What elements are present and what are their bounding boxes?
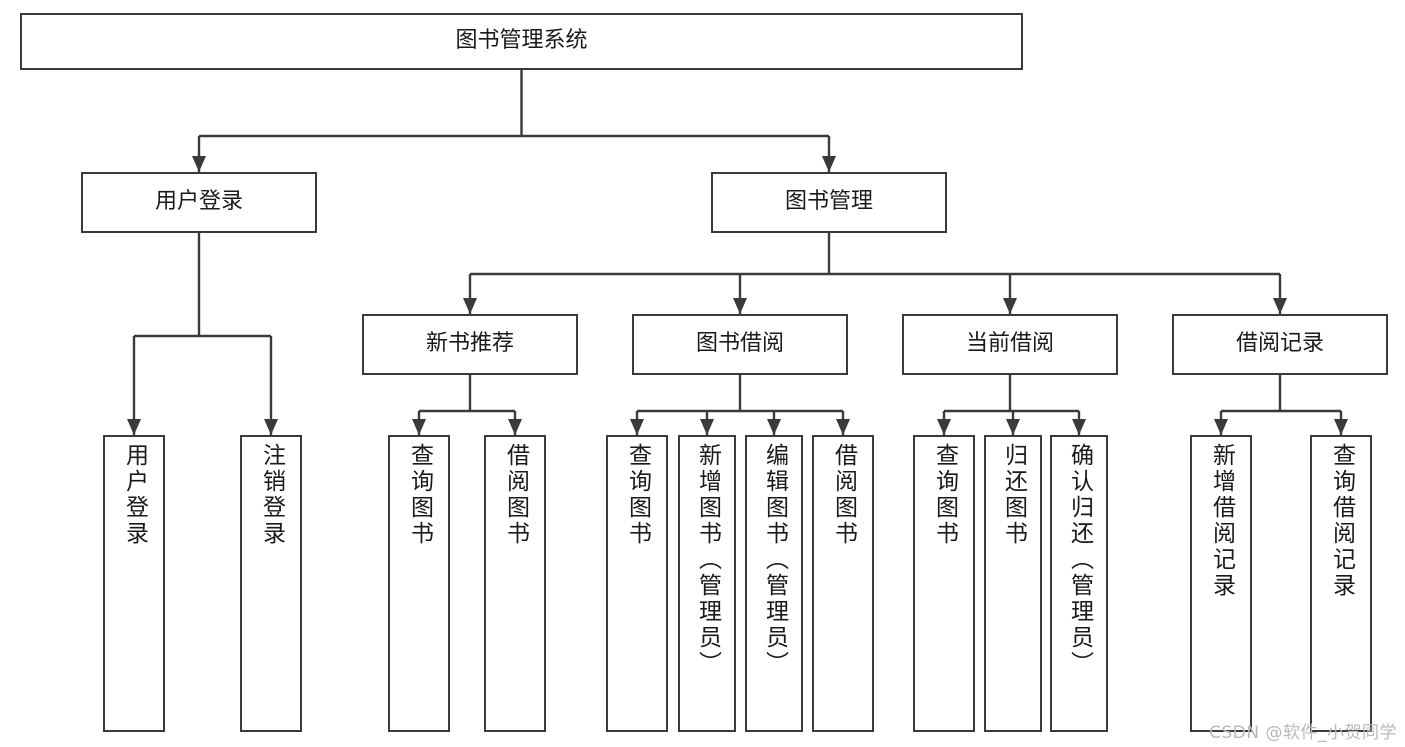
connector xyxy=(1006,419,1020,435)
node-leaf-query-book-3[interactable]: 查询图书 xyxy=(913,435,975,732)
node-leaf-return-book[interactable]: 归还图书 xyxy=(984,435,1042,732)
connector xyxy=(1273,298,1287,314)
node-leaf-add-book[interactable]: 新增图书（管理员） xyxy=(678,435,736,732)
connector xyxy=(412,419,426,435)
node-leaf-edit-book-label: 编辑图书（管理员） xyxy=(761,443,788,677)
node-leaf-logout-label: 注销登录 xyxy=(258,443,285,547)
node-leaf-query-record-label: 查询借阅记录 xyxy=(1328,443,1355,599)
node-book-borrow[interactable]: 图书借阅 xyxy=(632,314,848,375)
connector xyxy=(508,419,522,435)
node-leaf-edit-book[interactable]: 编辑图书（管理员） xyxy=(745,435,803,732)
node-leaf-query-book-2[interactable]: 查询图书 xyxy=(606,435,668,732)
connector xyxy=(1072,419,1086,435)
node-book-borrow-label: 图书借阅 xyxy=(695,331,784,357)
node-new-book-recommend-label: 新书推荐 xyxy=(425,331,514,357)
node-leaf-borrow-book-2-label: 借阅图书 xyxy=(830,443,857,547)
node-root-label: 图书管理系统 xyxy=(455,28,588,54)
node-current-borrow[interactable]: 当前借阅 xyxy=(902,314,1118,375)
connector xyxy=(192,156,206,172)
connector xyxy=(733,298,747,314)
node-leaf-logout[interactable]: 注销登录 xyxy=(240,435,302,732)
node-leaf-query-book-1[interactable]: 查询图书 xyxy=(388,435,450,732)
node-book-manage[interactable]: 图书管理 xyxy=(711,172,947,233)
node-root[interactable]: 图书管理系统 xyxy=(20,13,1023,70)
node-leaf-confirm-return-label: 确认归还（管理员） xyxy=(1066,443,1093,677)
node-leaf-user-login-label: 用户登录 xyxy=(121,443,148,547)
connector xyxy=(1334,419,1348,435)
connector xyxy=(264,419,278,435)
node-borrow-record[interactable]: 借阅记录 xyxy=(1172,314,1388,375)
node-leaf-add-book-label: 新增图书（管理员） xyxy=(694,443,721,677)
node-user-login[interactable]: 用户登录 xyxy=(81,172,317,233)
node-leaf-query-book-1-label: 查询图书 xyxy=(406,443,433,547)
node-current-borrow-label: 当前借阅 xyxy=(965,331,1054,357)
node-leaf-query-book-3-label: 查询图书 xyxy=(931,443,958,547)
node-leaf-query-book-2-label: 查询图书 xyxy=(624,443,651,547)
connector xyxy=(767,419,781,435)
node-leaf-confirm-return[interactable]: 确认归还（管理员） xyxy=(1050,435,1108,732)
connector xyxy=(836,419,850,435)
node-leaf-return-book-label: 归还图书 xyxy=(1000,443,1027,547)
node-book-manage-label: 图书管理 xyxy=(784,189,873,215)
node-leaf-add-record-label: 新增借阅记录 xyxy=(1208,443,1235,599)
connector xyxy=(822,156,836,172)
connector xyxy=(630,419,644,435)
connector xyxy=(127,419,141,435)
node-leaf-user-login[interactable]: 用户登录 xyxy=(103,435,165,732)
node-new-book-recommend[interactable]: 新书推荐 xyxy=(362,314,578,375)
node-leaf-borrow-book-1-label: 借阅图书 xyxy=(502,443,529,547)
node-leaf-add-record[interactable]: 新增借阅记录 xyxy=(1190,435,1252,732)
node-leaf-borrow-book-2[interactable]: 借阅图书 xyxy=(812,435,874,732)
watermark: CSDN @软件_小贺同学 xyxy=(1209,723,1397,743)
node-user-login-label: 用户登录 xyxy=(154,189,243,215)
connector xyxy=(1214,419,1228,435)
node-leaf-query-record[interactable]: 查询借阅记录 xyxy=(1310,435,1372,732)
node-borrow-record-label: 借阅记录 xyxy=(1235,331,1324,357)
connector xyxy=(463,298,477,314)
connector xyxy=(937,419,951,435)
connector xyxy=(1003,298,1017,314)
node-leaf-borrow-book-1[interactable]: 借阅图书 xyxy=(484,435,546,732)
connector xyxy=(700,419,714,435)
